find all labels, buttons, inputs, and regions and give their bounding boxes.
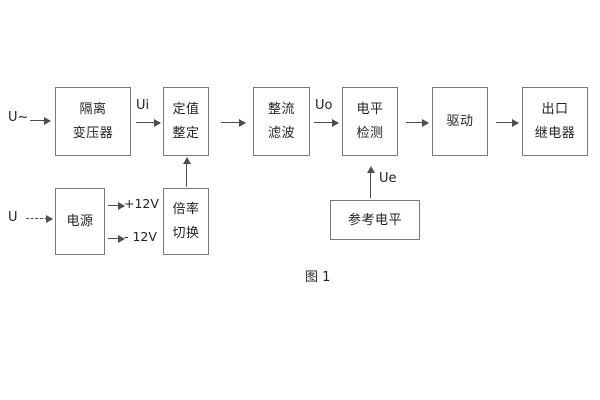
arrow-multiplier-switch-to-setting-value xyxy=(182,157,191,187)
block-power-supply: 电源 xyxy=(55,188,105,255)
block-multiplier-switch: 倍率 切换 xyxy=(163,188,209,255)
block-setting-value-line2: 整定 xyxy=(172,126,200,141)
block-output-relay-line1: 出口 xyxy=(541,102,569,117)
arrow-ac-source-to-isolation-transformer xyxy=(30,116,51,125)
block-setting-value: 定值 整定 xyxy=(163,87,209,156)
block-isolation-transformer: 隔离 变压器 xyxy=(55,87,131,156)
block-rectify-filter: 整流 滤波 xyxy=(253,87,310,156)
block-reference-level: 参考电平 xyxy=(330,200,420,240)
block-level-detect: 电平 检测 xyxy=(342,87,398,156)
arrow-rectify-filter-to-level-detect xyxy=(314,118,339,127)
block-isolation-transformer-line2: 变压器 xyxy=(72,126,114,141)
arrow-power-supply-positive xyxy=(108,201,125,210)
arrow-drive-to-output-relay xyxy=(496,118,519,127)
block-multiplier-switch-line1: 倍率 xyxy=(172,202,200,217)
block-power-supply-line1: 电源 xyxy=(66,214,94,229)
signal-label-ui: Ui xyxy=(136,98,150,113)
block-reference-level-line1: 参考电平 xyxy=(347,212,402,228)
block-rectify-filter-line2: 滤波 xyxy=(267,126,295,141)
arrow-reference-level-to-level-detect xyxy=(366,166,375,198)
supply-label-negative: - 12V xyxy=(124,229,157,244)
block-output-relay-line2: 继电器 xyxy=(534,126,576,141)
block-multiplier-switch-line2: 切换 xyxy=(172,226,200,241)
supply-label-positive: +12V xyxy=(124,196,159,211)
block-drive: 驱动 xyxy=(432,87,488,156)
arrow-dc-source-to-power-supply xyxy=(26,215,53,223)
block-rectify-filter-line1: 整流 xyxy=(267,102,295,117)
block-drive-line1: 驱动 xyxy=(446,114,474,129)
arrow-power-supply-negative xyxy=(108,234,125,243)
block-level-detect-line2: 检测 xyxy=(356,126,384,141)
signal-label-ue: Ue xyxy=(379,171,397,186)
input-label-ac-source: U~ xyxy=(8,110,29,125)
input-label-dc-source: U xyxy=(8,210,18,225)
block-isolation-transformer-line1: 隔离 xyxy=(79,102,107,117)
block-level-detect-line1: 电平 xyxy=(356,102,384,117)
signal-label-uo: Uo xyxy=(315,98,333,113)
arrow-setting-value-to-rectify-filter xyxy=(221,118,246,127)
block-setting-value-line1: 定值 xyxy=(172,102,200,117)
arrow-isolation-transformer-to-setting-value xyxy=(136,118,161,127)
figure-caption: 图 1 xyxy=(305,270,331,285)
block-output-relay: 出口 继电器 xyxy=(522,87,588,156)
arrow-level-detect-to-drive xyxy=(406,118,429,127)
